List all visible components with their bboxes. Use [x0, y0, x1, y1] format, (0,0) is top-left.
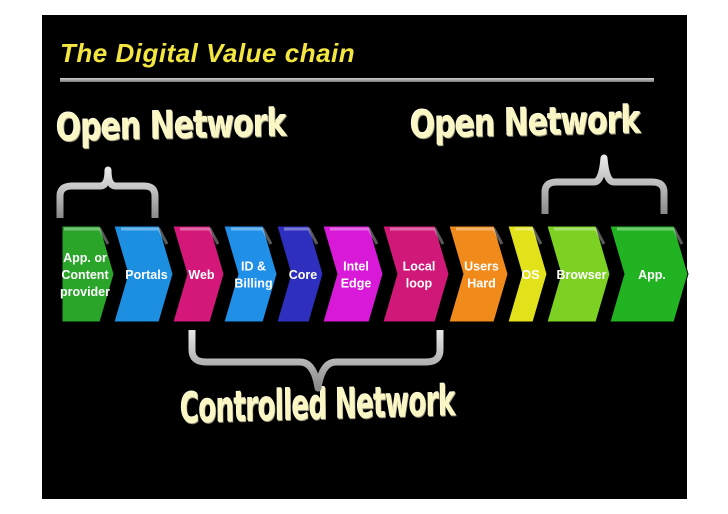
- chain-segment-label: Billing: [234, 277, 272, 291]
- chain-segment-label: Web: [188, 268, 215, 282]
- chain-segment-label: Portals: [125, 268, 167, 282]
- chain-segment-2: Portals: [113, 225, 174, 323]
- brace-open-right: [541, 154, 668, 214]
- chain-segment-label: Users: [464, 260, 499, 274]
- chain-segment-label: Browser: [556, 268, 606, 282]
- chain-segment-label: Core: [289, 268, 318, 282]
- brace-controlled: [188, 330, 444, 392]
- chain-segment-label: OS: [521, 268, 539, 282]
- chain-segment-7: Local loop: [382, 225, 450, 323]
- chain-segment-label: Hard: [467, 277, 495, 291]
- chain-segment-label: loop: [406, 277, 433, 291]
- slide-title: The Digital Value chain: [60, 38, 356, 68]
- chain-segment-4: ID & Billing: [223, 225, 278, 323]
- chain-segment-label: Edge: [341, 277, 372, 291]
- chain-segment-9: OS: [507, 225, 548, 323]
- chain-segment-5: Core: [276, 225, 324, 323]
- chain-segment-3: Web: [172, 225, 225, 323]
- title-underline: [60, 78, 654, 82]
- chain-segment-label: App. or: [63, 251, 107, 265]
- chain-segment-label: provider: [60, 285, 110, 299]
- chain-segment-11: App.: [609, 225, 689, 323]
- chain-segment-label: ID &: [241, 260, 266, 274]
- chain-segment-label: Content: [61, 268, 109, 282]
- chain-segment-1: App. or Content provider: [60, 225, 115, 323]
- chain-segment-10: Browser: [546, 225, 611, 323]
- chain-segment-label: App.: [638, 268, 666, 282]
- chain-segment-label: Intel: [343, 260, 369, 274]
- brace-open-left: [56, 166, 159, 218]
- chain-segment-label: Local: [403, 260, 436, 274]
